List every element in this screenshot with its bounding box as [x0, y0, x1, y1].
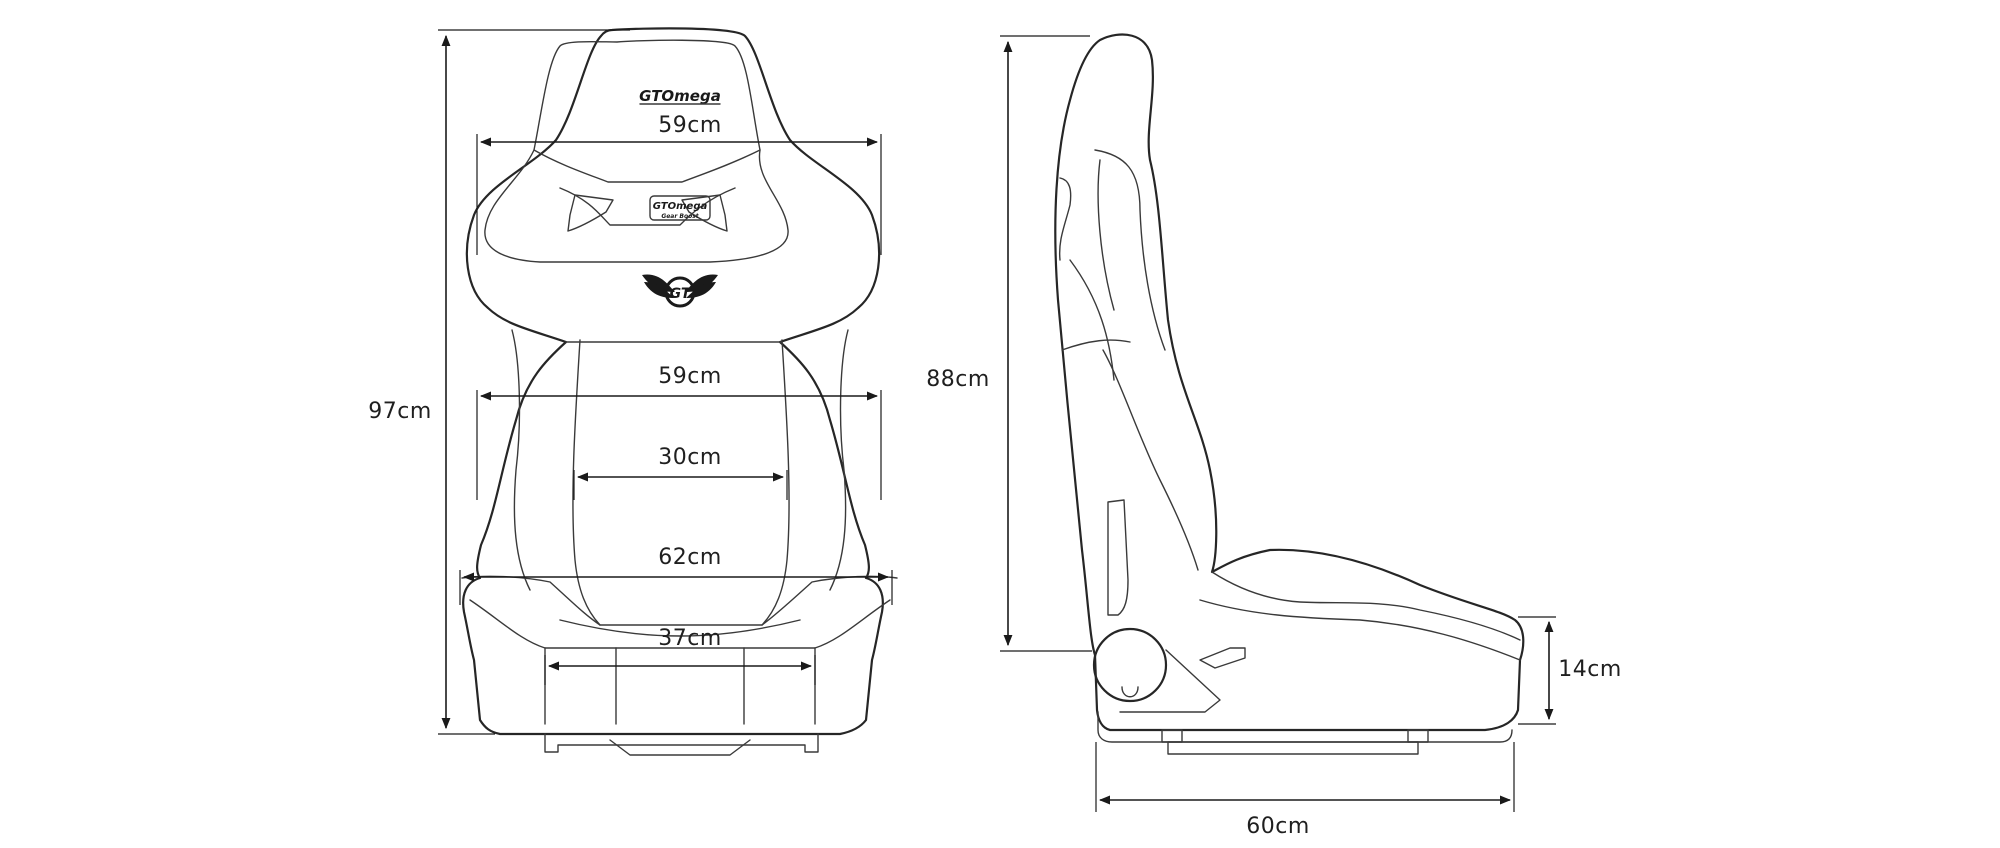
front-shoulder-panel [484, 149, 789, 263]
dim-side-backrest-height: 88cm [926, 367, 990, 392]
dim-front-total-height: 97cm [368, 399, 432, 424]
front-headrest-inner [533, 39, 761, 183]
dim-side-base-height: 14cm [1558, 657, 1622, 682]
side-view: 88cm 14cm 60cm [926, 33, 1622, 839]
front-right-slot [681, 194, 728, 232]
front-seat-outline [462, 27, 884, 736]
dim-side-depth: 60cm [1246, 814, 1310, 839]
dim-base-width: 62cm [658, 545, 722, 570]
dim-headrest-width: 59cm [658, 113, 722, 138]
side-recliner-knob [1092, 627, 1168, 703]
badge-brand-text: GTOmega [653, 201, 708, 212]
front-badge [649, 195, 711, 221]
dim-seat-cushion-width: 37cm [658, 626, 722, 651]
side-seat-outline [1054, 33, 1525, 732]
badge-subtitle-text: Gear Boost [661, 213, 699, 220]
headrest-brand-text: GTOmega [639, 87, 721, 105]
emblem-text: GT [670, 286, 692, 302]
front-left-slot [567, 194, 614, 232]
dim-shoulder-width: 59cm [658, 364, 722, 389]
front-view: GTOmega Gear Boost GTOmega GT [368, 27, 898, 756]
gt-emblem: GT [642, 274, 718, 308]
side-slide-rail [1167, 741, 1419, 755]
dim-backrest-inner-width: 30cm [658, 445, 722, 470]
